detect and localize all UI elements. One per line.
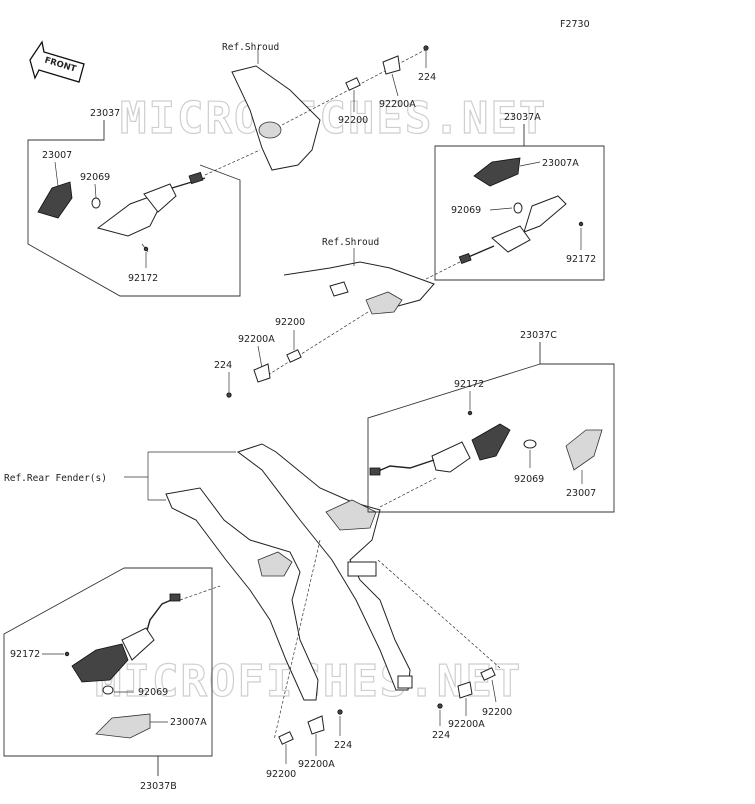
label-top-nut: 92200 bbox=[338, 115, 368, 126]
label-top-clip: 92200A bbox=[379, 99, 416, 110]
label-mid-nut: 92200 bbox=[275, 317, 305, 328]
label-fr-screw: 92172 bbox=[566, 254, 596, 265]
label-rr-bulb: 92069 bbox=[514, 474, 544, 485]
top-fasteners: 224 92200A 92200 bbox=[281, 45, 436, 126]
ref-rear-fender: Ref.Rear Fender(s) bbox=[4, 473, 107, 484]
label-br-bolt: 224 bbox=[432, 730, 450, 741]
label-bl-bolt: 224 bbox=[334, 740, 352, 751]
label-rl-lens: 23007A bbox=[170, 717, 207, 728]
ref-shroud-lower: Ref.Shroud bbox=[322, 237, 379, 248]
shroud-lower: Ref.Shroud bbox=[267, 237, 435, 376]
watermark-top: MICROFICHES.NET bbox=[120, 93, 547, 144]
label-fr-bulb: 92069 bbox=[451, 205, 481, 216]
bottom-right-fasteners: 224 92200A 92200 bbox=[377, 559, 512, 741]
label-rl-screw: 92172 bbox=[10, 649, 40, 660]
label-bl-clip: 92200A bbox=[298, 759, 335, 770]
label-rr-lens: 23007 bbox=[566, 488, 596, 499]
figure-code: F2730 bbox=[560, 19, 590, 30]
shroud-upper: Ref.Shroud bbox=[222, 42, 321, 171]
assembly-front-left: 23037 23007 92069 92172 bbox=[27, 108, 261, 297]
assembly-rear-right: 23037C 92172 92069 23007 bbox=[367, 330, 615, 513]
label-fl-lens: 23007 bbox=[42, 150, 72, 161]
label-top-bolt: 224 bbox=[418, 72, 436, 83]
assembly-rear-left: 23037B 92172 92069 23007A bbox=[3, 567, 221, 792]
label-br-nut: 92200 bbox=[482, 707, 512, 718]
label-assembly-rear-right: 23037C bbox=[520, 330, 557, 341]
label-bl-nut: 92200 bbox=[266, 769, 296, 780]
label-mid-bolt: 224 bbox=[214, 360, 232, 371]
ref-shroud-upper: Ref.Shroud bbox=[222, 42, 279, 53]
label-fl-screw: 92172 bbox=[128, 273, 158, 284]
front-arrow-icon: FRONT bbox=[29, 40, 85, 83]
label-rl-bulb: 92069 bbox=[138, 687, 168, 698]
label-rr-screw: 92172 bbox=[454, 379, 484, 390]
label-mid-clip: 92200A bbox=[238, 334, 275, 345]
rear-fender: Ref.Rear Fender(s) bbox=[4, 443, 413, 701]
label-fr-lens: 23007A bbox=[542, 158, 579, 169]
bottom-left-fasteners: 224 92200A 92200 bbox=[266, 539, 352, 780]
assembly-front-right: 23037A 23007A 92069 92172 bbox=[419, 112, 605, 283]
label-fl-bulb: 92069 bbox=[80, 172, 110, 183]
label-assembly-front-right: 23037A bbox=[504, 112, 541, 123]
mid-fasteners: 92200 92200A 224 bbox=[214, 317, 305, 398]
label-br-clip: 92200A bbox=[448, 719, 485, 730]
label-assembly-rear-left: 23037B bbox=[140, 781, 177, 792]
label-assembly-front-left: 23037 bbox=[90, 108, 120, 119]
